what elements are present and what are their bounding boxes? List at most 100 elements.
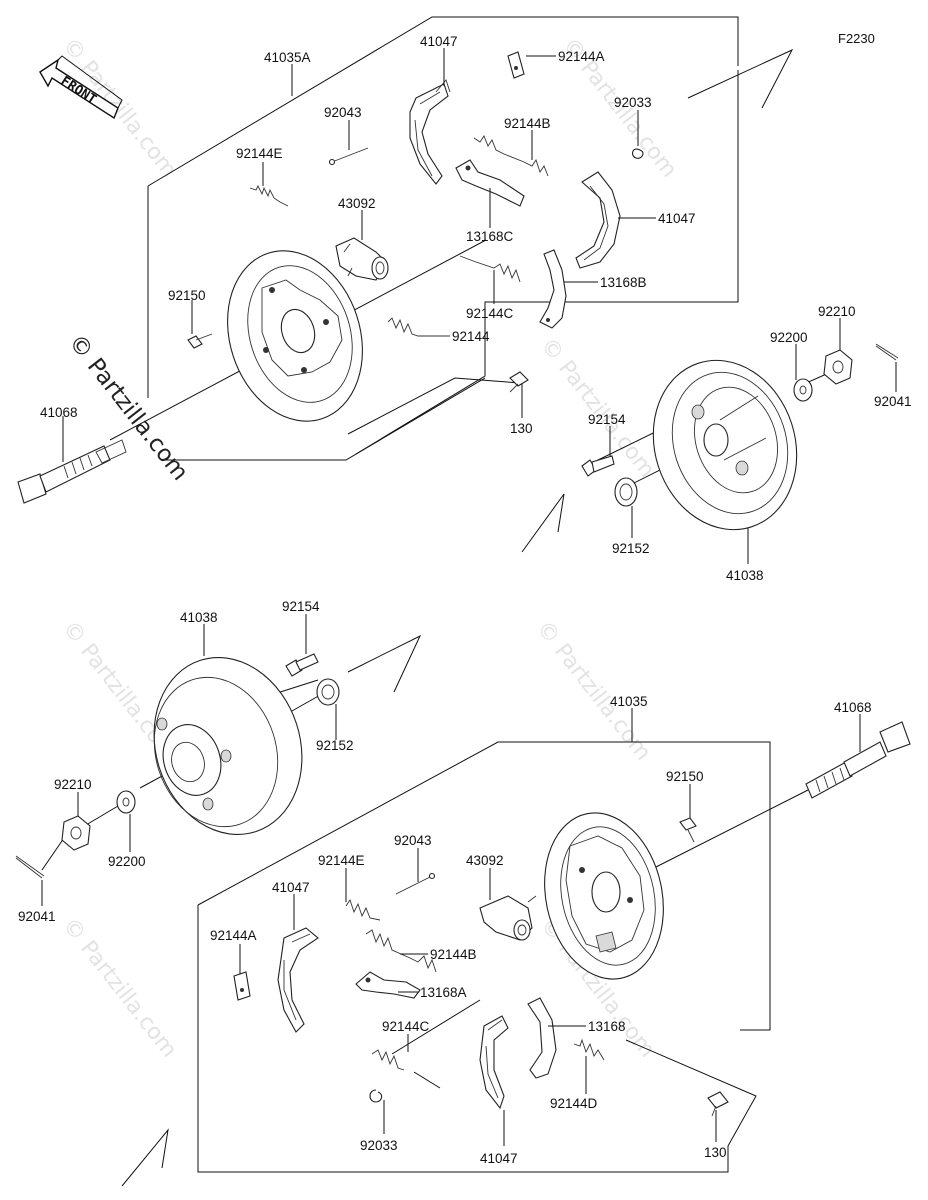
axis-line bbox=[85, 805, 119, 826]
label-shoe-bottom: 41047 bbox=[480, 1151, 518, 1166]
retaining-ring bbox=[631, 148, 644, 159]
spring-c bbox=[459, 255, 521, 283]
axle-shaft bbox=[805, 721, 911, 799]
group-outline bbox=[197, 741, 771, 1031]
lever bbox=[527, 997, 557, 1079]
lever bbox=[539, 249, 567, 329]
label-shoe-upper: 41047 bbox=[420, 34, 458, 49]
label-hub-bolt: 92154 bbox=[588, 412, 626, 427]
castle-nut bbox=[61, 815, 91, 851]
bolt bbox=[509, 371, 529, 393]
label-seal-bottom: 92152 bbox=[316, 738, 354, 753]
diagram-code: F2230 bbox=[838, 31, 875, 46]
retaining-ring bbox=[369, 1089, 383, 1103]
group-outline bbox=[197, 905, 757, 1173]
axle-shaft bbox=[17, 439, 127, 504]
label-pin-bottom: 92043 bbox=[394, 833, 432, 848]
label-bolt-130-bottom: 130 bbox=[704, 1145, 727, 1160]
label-cylinder-bottom: 43092 bbox=[466, 853, 504, 868]
axis-line bbox=[653, 789, 809, 869]
label-ring: 92033 bbox=[614, 95, 652, 110]
label-seal: 92152 bbox=[612, 541, 650, 556]
seal bbox=[614, 477, 638, 507]
spring-b bbox=[365, 929, 437, 973]
label-spring-b-bottom: 92144B bbox=[430, 947, 477, 962]
label-drum-bottom: 41038 bbox=[180, 610, 218, 625]
group-outline bbox=[347, 634, 422, 693]
label-lever: 13168 bbox=[588, 1019, 626, 1034]
hub-bolt bbox=[581, 455, 615, 477]
label-bolt-small-bottom: 92150 bbox=[666, 769, 704, 784]
label-cotter-bottom: 92041 bbox=[18, 909, 56, 924]
seal bbox=[316, 678, 340, 706]
label-spring: 92144 bbox=[452, 329, 490, 344]
watermark: © Partzilla.com bbox=[57, 33, 181, 182]
spring bbox=[387, 317, 450, 337]
label-washer: 92200 bbox=[770, 330, 808, 345]
washer bbox=[116, 790, 136, 814]
label-spring-e-bottom: 92144E bbox=[318, 853, 365, 868]
group-outline bbox=[147, 16, 739, 187]
spring-e bbox=[345, 898, 381, 921]
group-outline bbox=[121, 1128, 169, 1187]
label-pin: 92043 bbox=[324, 105, 362, 120]
label-clip: 92144A bbox=[558, 49, 605, 64]
label-backing-plate: 41035A bbox=[264, 50, 311, 65]
label-lever-c: 13168C bbox=[466, 229, 514, 244]
label-nut-bottom: 92210 bbox=[54, 777, 92, 792]
cotter-pin bbox=[875, 343, 899, 361]
wheel-cylinder bbox=[479, 895, 537, 941]
axis-line bbox=[413, 1071, 441, 1089]
group-outline bbox=[687, 48, 794, 109]
label-bolt-130: 130 bbox=[510, 421, 533, 436]
label-lever-b: 13168B bbox=[600, 275, 647, 290]
label-axle: 41068 bbox=[40, 405, 78, 420]
washer bbox=[793, 378, 813, 402]
axis-line bbox=[41, 837, 65, 871]
adjuster-lever bbox=[355, 971, 421, 999]
group-outline bbox=[166, 377, 486, 461]
label-hub-bolt-bottom: 92154 bbox=[282, 599, 320, 614]
clip bbox=[507, 51, 525, 79]
label-lever-a: 13168A bbox=[420, 985, 467, 1000]
label-bolt-small: 92150 bbox=[168, 288, 206, 303]
watermark: © Partzilla.com bbox=[531, 616, 655, 765]
brake-shoe bbox=[575, 171, 621, 269]
label-ring-bottom: 92033 bbox=[360, 1138, 398, 1153]
brake-shoe bbox=[409, 79, 451, 185]
label-drum: 41038 bbox=[726, 568, 764, 583]
spring-e bbox=[249, 184, 289, 207]
brake-shoe bbox=[277, 927, 319, 1033]
label-cylinder: 43092 bbox=[338, 196, 376, 211]
axis-line bbox=[391, 999, 481, 1055]
label-clip-bottom: 92144A bbox=[210, 928, 257, 943]
adjuster-lever bbox=[455, 159, 525, 207]
hub-bolt bbox=[285, 653, 319, 677]
bolt-small bbox=[187, 333, 213, 349]
spring-c bbox=[371, 1049, 405, 1071]
label-shoe-right: 41047 bbox=[658, 211, 696, 226]
group-outline bbox=[355, 70, 739, 455]
brake-drum bbox=[652, 359, 798, 531]
label-washer-bottom: 92200 bbox=[108, 854, 146, 869]
spring-b bbox=[473, 135, 549, 177]
clip bbox=[233, 971, 251, 1001]
brake-drum bbox=[153, 657, 303, 835]
label-spring-d: 92144D bbox=[550, 1096, 598, 1111]
bolt bbox=[707, 1091, 729, 1117]
backing-plate bbox=[227, 250, 363, 422]
label-nut: 92210 bbox=[818, 304, 856, 319]
label-spring-b: 92144B bbox=[504, 116, 551, 131]
wheel-cylinder bbox=[335, 237, 389, 281]
label-spring-c-bottom: 92144C bbox=[382, 1019, 430, 1034]
pin bbox=[395, 875, 433, 895]
watermark: © Partzilla.com bbox=[57, 913, 181, 1062]
bolt-small bbox=[679, 817, 697, 843]
cotter-pin bbox=[15, 855, 45, 879]
label-backing-plate-bottom: 41035 bbox=[610, 694, 648, 709]
group-outline bbox=[521, 493, 565, 553]
spring-d bbox=[573, 1038, 605, 1061]
axis-line bbox=[347, 377, 521, 435]
axis-line bbox=[273, 679, 319, 695]
